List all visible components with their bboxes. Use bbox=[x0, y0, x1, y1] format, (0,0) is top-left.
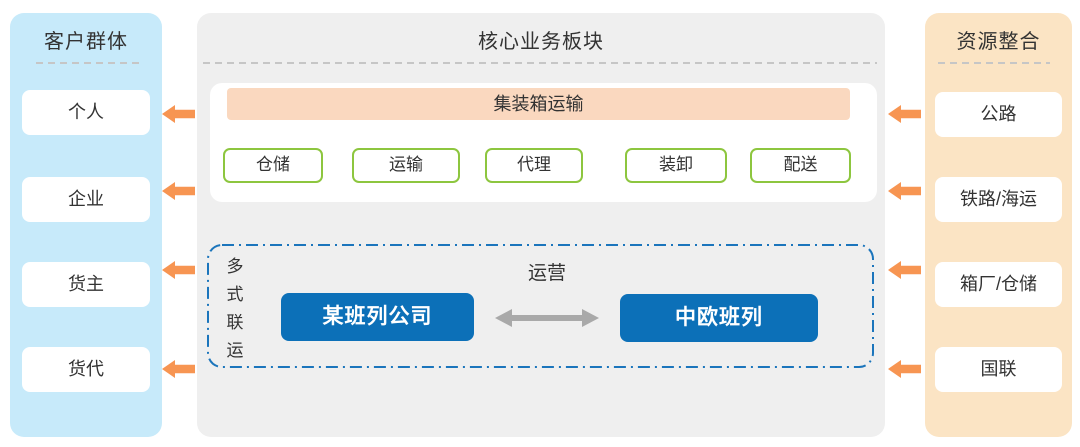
core-business-title: 核心业务板块 bbox=[478, 31, 604, 53]
china-europe-train-node: 中欧班列 bbox=[620, 294, 818, 342]
flow-arrow-left-1-icon bbox=[162, 105, 195, 123]
flow-arrow-left-4-icon bbox=[162, 360, 195, 378]
multimodal-side-label: 多式联运 bbox=[226, 257, 244, 360]
container-transport-bar: 集装箱运输 bbox=[227, 88, 850, 120]
multimodal-dashed-border bbox=[207, 244, 874, 368]
core-business-title-divider bbox=[203, 62, 877, 64]
resource-node-rail-sea: 铁路/海运 bbox=[935, 177, 1062, 222]
flow-arrow-right-3-icon bbox=[888, 261, 921, 279]
service-box-transport: 运输 bbox=[352, 148, 460, 183]
flow-arrow-right-2-icon bbox=[888, 182, 921, 200]
customer-node-cargo-owner: 货主 bbox=[22, 262, 150, 307]
customer-node-freight-forwarder: 货代 bbox=[22, 347, 150, 392]
resource-title-divider bbox=[938, 62, 1050, 64]
flow-arrow-right-1-icon bbox=[888, 105, 921, 123]
resource-node-container-warehouse: 箱厂/仓储 bbox=[935, 262, 1062, 307]
flow-arrow-left-2-icon bbox=[162, 182, 195, 200]
service-box-delivery: 配送 bbox=[750, 148, 851, 183]
operation-label: 运营 bbox=[527, 263, 566, 284]
flow-arrow-right-4-icon bbox=[888, 360, 921, 378]
resource-node-guolian: 国联 bbox=[935, 347, 1062, 392]
customer-panel-title: 客户群体 bbox=[44, 31, 128, 53]
service-box-loading: 装卸 bbox=[625, 148, 727, 183]
customer-title-divider bbox=[36, 62, 140, 64]
customer-node-individual: 个人 bbox=[22, 90, 150, 135]
service-box-warehousing: 仓储 bbox=[223, 148, 323, 183]
core-business-panel: 核心业务板块 bbox=[197, 13, 885, 437]
double-arrow-icon bbox=[495, 309, 599, 327]
train-company-node: 某班列公司 bbox=[281, 293, 474, 341]
customer-node-enterprise: 企业 bbox=[22, 177, 150, 222]
resource-panel-title: 资源整合 bbox=[956, 31, 1041, 53]
flow-arrow-left-3-icon bbox=[162, 261, 195, 279]
service-box-agency: 代理 bbox=[485, 148, 583, 183]
resource-node-highway: 公路 bbox=[935, 92, 1062, 137]
